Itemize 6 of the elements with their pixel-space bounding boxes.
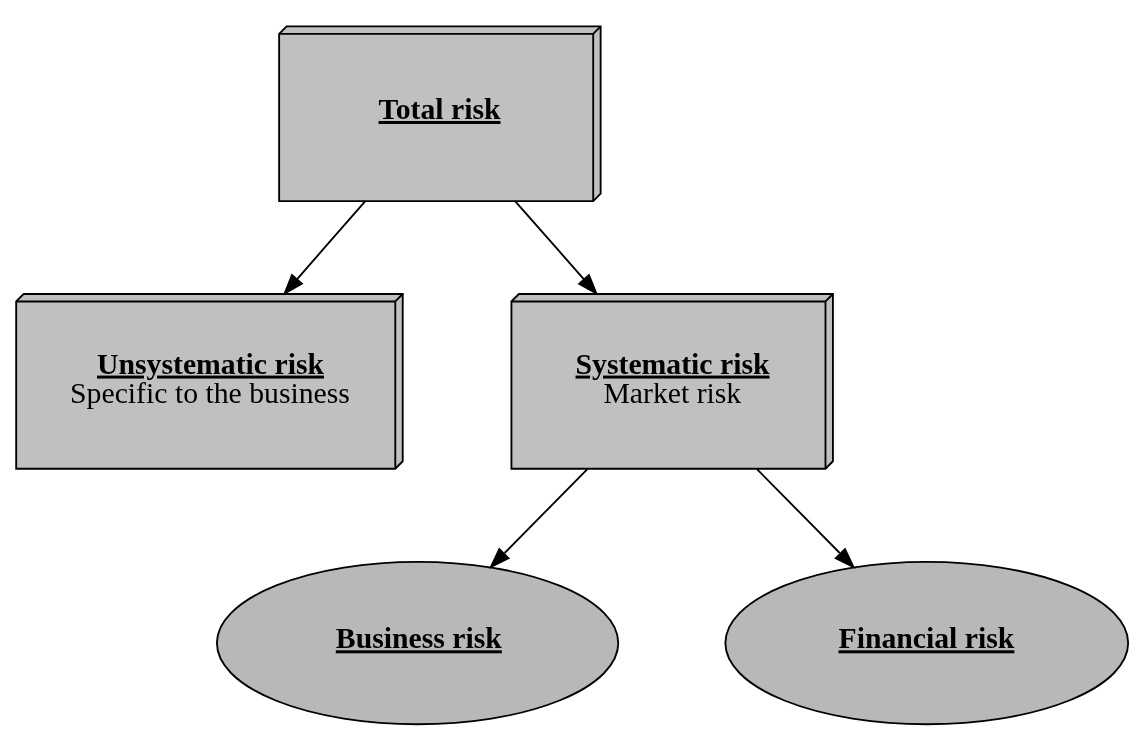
arrow <box>282 200 366 296</box>
arrow <box>514 200 599 296</box>
node-ellipse: Financial risk <box>724 561 1130 726</box>
node-ellipse: Business risk <box>215 561 620 726</box>
arrow <box>756 468 856 569</box>
arrow <box>488 468 589 569</box>
